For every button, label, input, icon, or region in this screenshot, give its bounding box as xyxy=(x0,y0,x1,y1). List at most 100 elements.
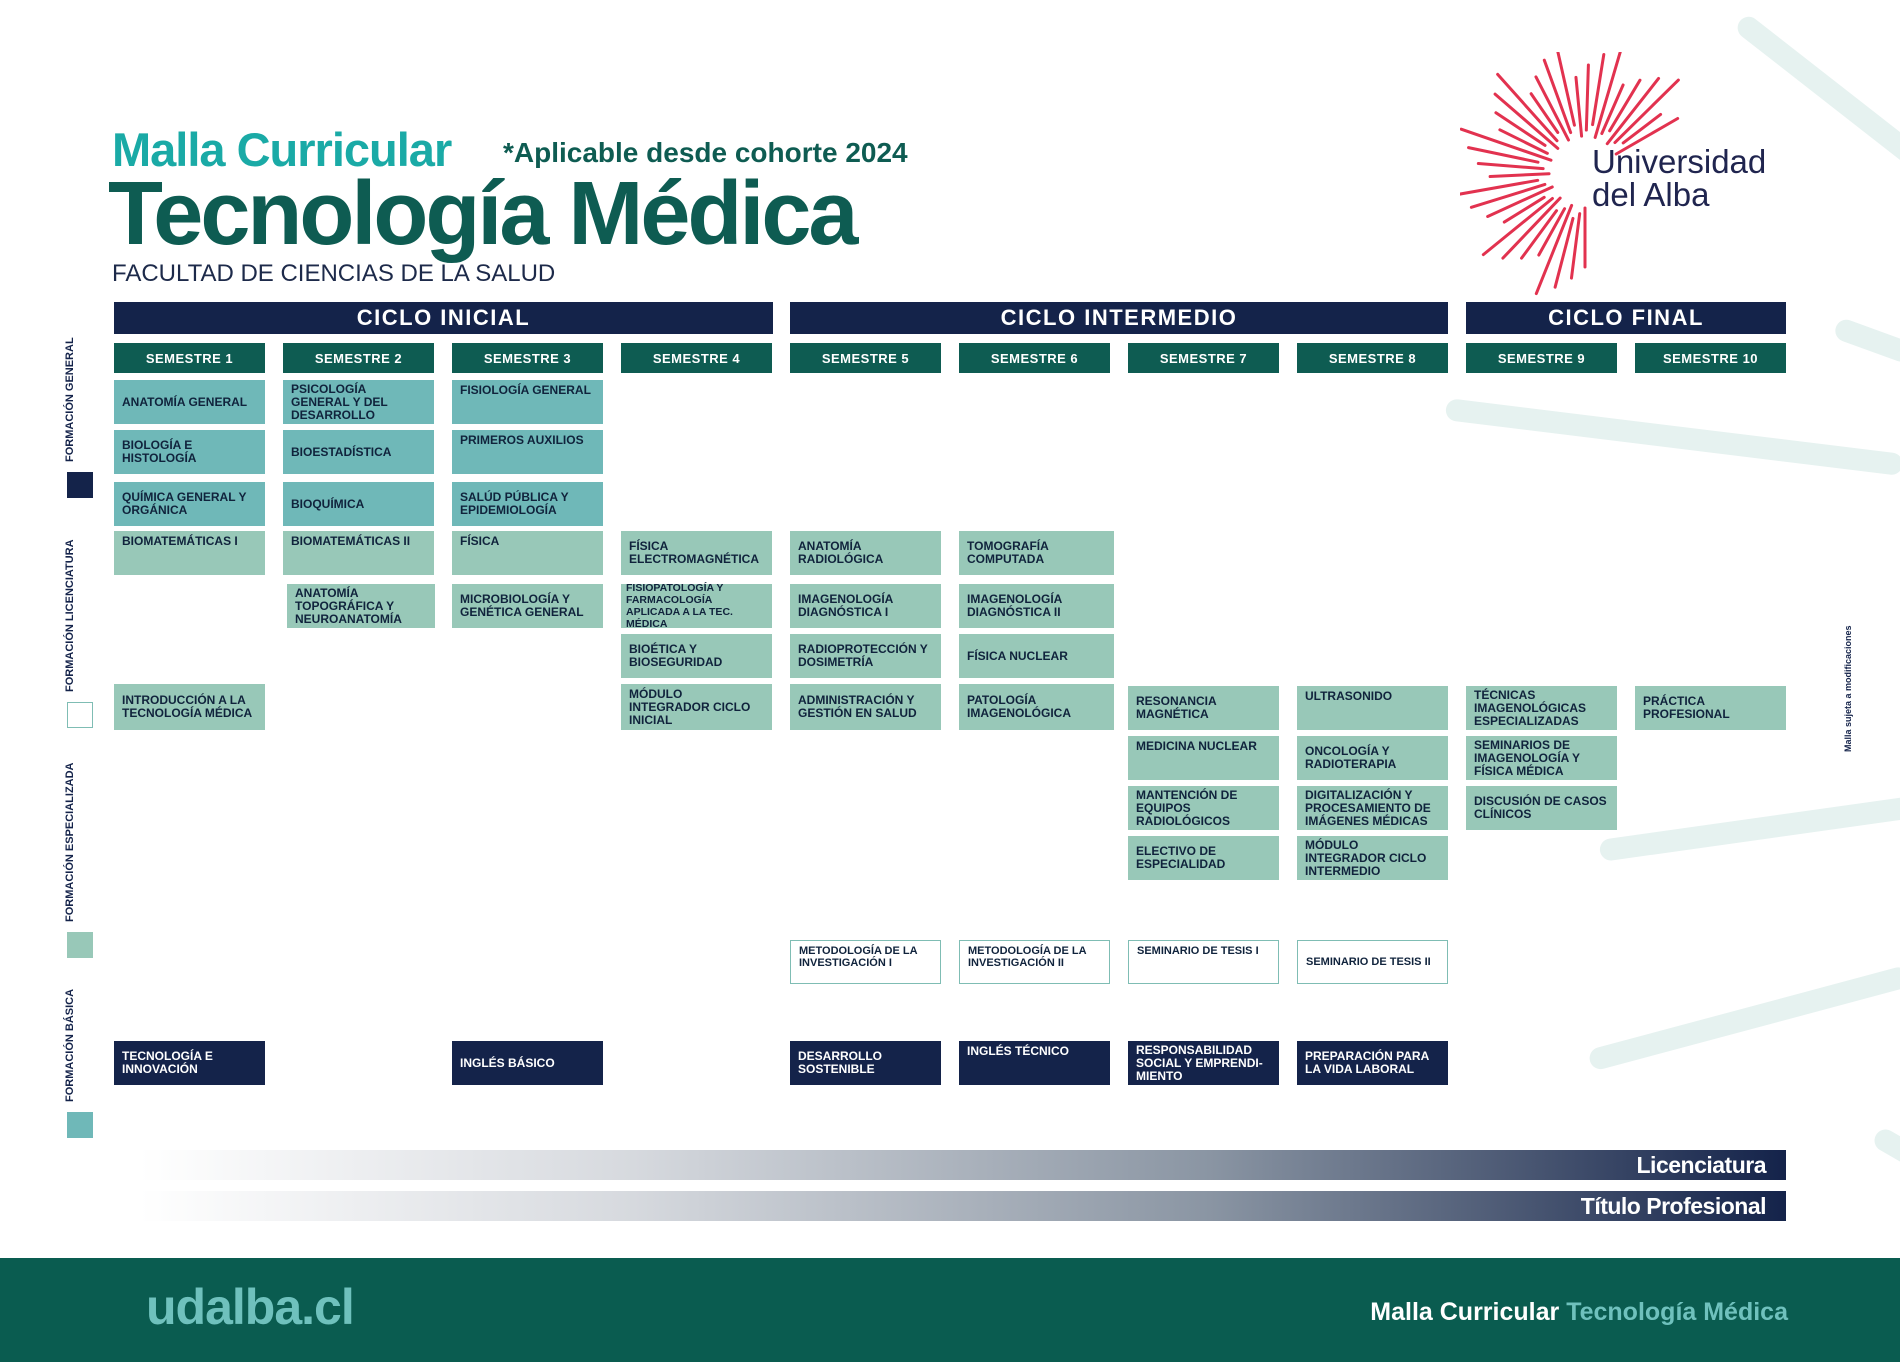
course-anatomia-general: ANATOMÍA GENERAL xyxy=(114,380,265,424)
logo-ray xyxy=(1498,128,1549,155)
legend-swatch-basica xyxy=(67,1112,93,1138)
logo-ray xyxy=(1460,178,1540,196)
course-bioetica: BIOÉTICA Y BIOSEGURIDAD xyxy=(621,634,772,678)
degree-licenciatura-label: Licenciatura xyxy=(1636,1152,1767,1178)
course-oncologia: ONCOLOGÍA Y RADIOTERAPIA xyxy=(1297,736,1448,780)
logo-ray xyxy=(1476,162,1545,171)
semester-7: SEMESTRE 7 xyxy=(1128,343,1279,373)
semester-2: SEMESTRE 2 xyxy=(283,343,434,373)
course-quimica-general: QUÍMICA GENERAL Y ORGÁNICA xyxy=(114,482,265,526)
footer-title: Malla Curricular Tecnología Médica xyxy=(1370,1298,1788,1327)
logo-ray xyxy=(1613,78,1680,145)
semester-1: SEMESTRE 1 xyxy=(114,343,265,373)
logo-ray xyxy=(1556,52,1576,127)
course-metodologia-1: METODOLOGÍA DE LA INVESTIGACIÓN I xyxy=(790,940,941,984)
course-salud-publica: SALÚD PÚBLICA Y EPIDEMIOLOGÍA xyxy=(452,482,603,526)
course-imagenologia-1: IMAGENOLOGÍA DIAGNÓSTICA I xyxy=(790,584,941,628)
logo-ray xyxy=(1494,111,1547,147)
course-desarrollo-sostenible: DESARROLLO SOSTENIBLE xyxy=(790,1041,941,1085)
logo-ray xyxy=(1593,52,1622,139)
course-anatomia-radiologica: ANATOMÍA RADIOLÓGICA xyxy=(790,531,941,575)
course-fisica-nuclear: FÍSICA NUCLEAR xyxy=(959,634,1114,678)
logo-ray xyxy=(1493,92,1560,150)
semester-9: SEMESTRE 9 xyxy=(1466,343,1617,373)
course-preparacion-vida-laboral: PREPARACIÓN PARA LA VIDA LABORAL xyxy=(1297,1041,1448,1085)
logo-ray xyxy=(1542,58,1573,135)
legend-formacion-general: FORMACIÓN GENERAL xyxy=(64,337,76,462)
logo-ray xyxy=(1481,196,1554,257)
legend-formacion-especializada: FORMACIÓN ESPECIALIZADA xyxy=(64,762,76,923)
cohort-note: *Aplicable desde cohorte 2024 xyxy=(503,137,908,168)
semester-6: SEMESTRE 6 xyxy=(959,343,1110,373)
course-electivo: ELECTIVO DE ESPECIALIDAD xyxy=(1128,836,1279,880)
logo-ray xyxy=(1534,75,1571,142)
course-fisiologia-general: FISIOLOGÍA GENERAL xyxy=(452,380,603,424)
logo-ray xyxy=(1488,172,1551,179)
course-biomatematicas-2: BIOMATEMÁTICAS II xyxy=(283,531,434,575)
course-fisica: FÍSICA xyxy=(452,531,603,575)
footer-title-a: Malla Curricular xyxy=(1370,1298,1560,1326)
course-ingles-basico: INGLÉS BÁSICO xyxy=(452,1041,603,1085)
decorative-streak xyxy=(1444,398,1900,476)
course-seminario-tesis-1: SEMINARIO DE TESIS I xyxy=(1128,940,1279,984)
logo-ray xyxy=(1605,76,1661,146)
semester-8: SEMESTRE 8 xyxy=(1297,343,1448,373)
logo-line-2: del Alba xyxy=(1592,176,1710,213)
course-tecnicas-imagenologicas: TÉCNICAS IMAGENOLÓGICAS ESPECIALIZADAS xyxy=(1466,686,1617,730)
course-practica-profesional: PRÁCTICA PROFESIONAL xyxy=(1635,686,1786,730)
course-psicologia: PSICOLOGÍA GENERAL Y DEL DESARROLLO xyxy=(283,380,434,424)
logo-ray xyxy=(1553,216,1575,289)
semester-5: SEMESTRE 5 xyxy=(790,343,941,373)
logo-ray xyxy=(1501,196,1562,260)
logo-ray xyxy=(1614,117,1680,156)
course-digitalizacion: DIGITALIZACIÓN Y PROCESAMIENTO DE IMÁGEN… xyxy=(1297,786,1448,830)
logo-ray xyxy=(1486,185,1554,218)
logo-ray xyxy=(1502,195,1546,224)
course-microbiologia: MICROBIOLOGÍA Y GENÉTICA GENERAL xyxy=(452,584,603,628)
page-title: Tecnología Médica xyxy=(108,164,858,264)
semester-10: SEMESTRE 10 xyxy=(1635,343,1786,373)
course-modulo-integrador-inicial: MÓDULO INTEGRADOR CICLO INICIAL xyxy=(621,684,772,730)
course-biomatematicas-1: BIOMATEMÁTICAS I xyxy=(114,531,265,575)
logo-ray xyxy=(1600,83,1625,136)
logo-ray xyxy=(1569,212,1582,280)
header-subtitle: Malla Curricular xyxy=(112,123,452,176)
footer-url[interactable]: udalba.cl xyxy=(146,1279,355,1335)
legend-swatch-licenciatura xyxy=(67,702,93,728)
semester-4: SEMESTRE 4 xyxy=(621,343,772,373)
decorative-streak xyxy=(1598,795,1900,862)
university-logo-text: Universidad del Alba xyxy=(1592,145,1766,211)
logo-ray xyxy=(1537,207,1567,257)
logo-ray xyxy=(1608,78,1642,133)
course-anatomia-topografica: ANATOMÍA TOPOGRÁFICA Y NEUROANATOMÍA xyxy=(287,584,435,628)
logo-ray xyxy=(1460,127,1553,162)
course-tomografia: TOMOGRAFÍA COMPUTADA xyxy=(959,531,1114,575)
course-introduccion-tm: INTRODUCCIÓN A LA TECNOLOGÍA MÉDICA xyxy=(114,684,265,730)
cycle-inicial: CICLO INICIAL xyxy=(114,302,773,334)
decorative-streak xyxy=(1587,964,1900,1072)
logo-ray xyxy=(1496,72,1559,143)
course-seminarios-imagenologia: SEMINARIOS DE IMAGENOLOGÍA Y FÍSICA MÉDI… xyxy=(1466,736,1617,780)
course-imagenologia-2: IMAGENOLOGÍA DIAGNÓSTICA II xyxy=(959,584,1114,628)
semester-3: SEMESTRE 3 xyxy=(452,343,603,373)
decorative-streak xyxy=(1870,1125,1900,1175)
legend-swatch-general xyxy=(67,472,93,498)
course-patologia-imagenologica: PATOLOGÍA IMAGENOLÓGICA xyxy=(959,684,1114,730)
course-primeros-auxilios: PRIMEROS AUXILIOS xyxy=(452,430,603,474)
course-seminario-tesis-2: SEMINARIO DE TESIS II xyxy=(1297,940,1448,984)
course-bioquimica: BIOQUÍMICA xyxy=(283,482,434,526)
course-modulo-integrador-intermedio: MÓDULO INTEGRADOR CICLO INTERMEDIO xyxy=(1297,836,1448,880)
course-ingles-tecnico: INGLÉS TÉCNICO xyxy=(959,1041,1110,1085)
course-tecnologia-innovacion: TECNOLOGÍA E INNOVACIÓN xyxy=(114,1041,265,1085)
course-medicina-nuclear: MEDICINA NUCLEAR xyxy=(1128,736,1279,780)
logo-ray xyxy=(1621,112,1663,145)
course-fisiopatologia: FISIOPATOLOGÍA Y FARMACOLOGÍA APLICADA A… xyxy=(621,582,772,630)
logo-ray xyxy=(1469,182,1547,209)
course-radioproteccion: RADIOPROTECCIÓN Y DOSIMETRÍA xyxy=(790,634,941,678)
footer: udalba.cl Malla Curricular Tecnología Mé… xyxy=(0,1258,1900,1362)
logo-ray xyxy=(1584,63,1590,132)
cycle-final: CICLO FINAL xyxy=(1466,302,1786,334)
logo-ray xyxy=(1591,52,1606,127)
legend-formacion-basica: FORMACIÓN BÁSICA xyxy=(64,988,76,1102)
logo-line-1: Universidad xyxy=(1592,143,1767,180)
